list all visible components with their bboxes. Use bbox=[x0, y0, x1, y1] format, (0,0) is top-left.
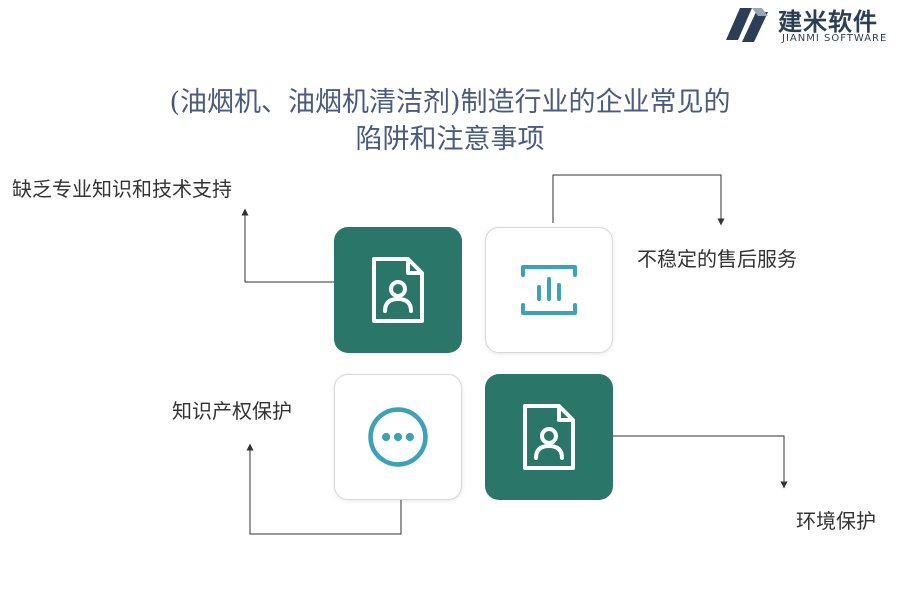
label-technical-support: 缺乏专业知识和技术支持 bbox=[12, 177, 232, 201]
brand-name-en: JIANMI SOFTWARE bbox=[782, 33, 888, 44]
connector-top-left bbox=[241, 208, 334, 283]
label-environmental: 环境保护 bbox=[796, 509, 876, 533]
brand-logo: 建米软件 JIANMI SOFTWARE bbox=[722, 2, 900, 50]
brand-name-cn: 建米软件 bbox=[778, 8, 878, 36]
brand-mark-icon bbox=[726, 8, 768, 42]
connector-top-right bbox=[552, 174, 725, 226]
label-after-sales: 不稳定的售后服务 bbox=[637, 247, 797, 271]
title-line-1: (油烟机、油烟机清洁剂)制造行业的企业常见的 bbox=[169, 87, 731, 118]
tile-technical-support bbox=[334, 227, 462, 353]
ellipsis-circle-icon bbox=[368, 407, 428, 467]
title-line-2: 陷阱和注意事项 bbox=[355, 124, 545, 155]
page-title: (油烟机、油烟机清洁剂)制造行业的企业常见的 陷阱和注意事项 bbox=[100, 84, 800, 158]
tile-after-sales bbox=[485, 227, 613, 353]
tile-environmental bbox=[485, 374, 613, 500]
bar-chart-frame-icon bbox=[521, 265, 577, 315]
connector-bottom-right bbox=[613, 435, 788, 489]
tile-ip-protection bbox=[334, 374, 462, 500]
label-ip-protection: 知识产权保护 bbox=[172, 399, 292, 423]
document-person-icon bbox=[523, 404, 575, 470]
document-person-icon bbox=[372, 257, 424, 323]
